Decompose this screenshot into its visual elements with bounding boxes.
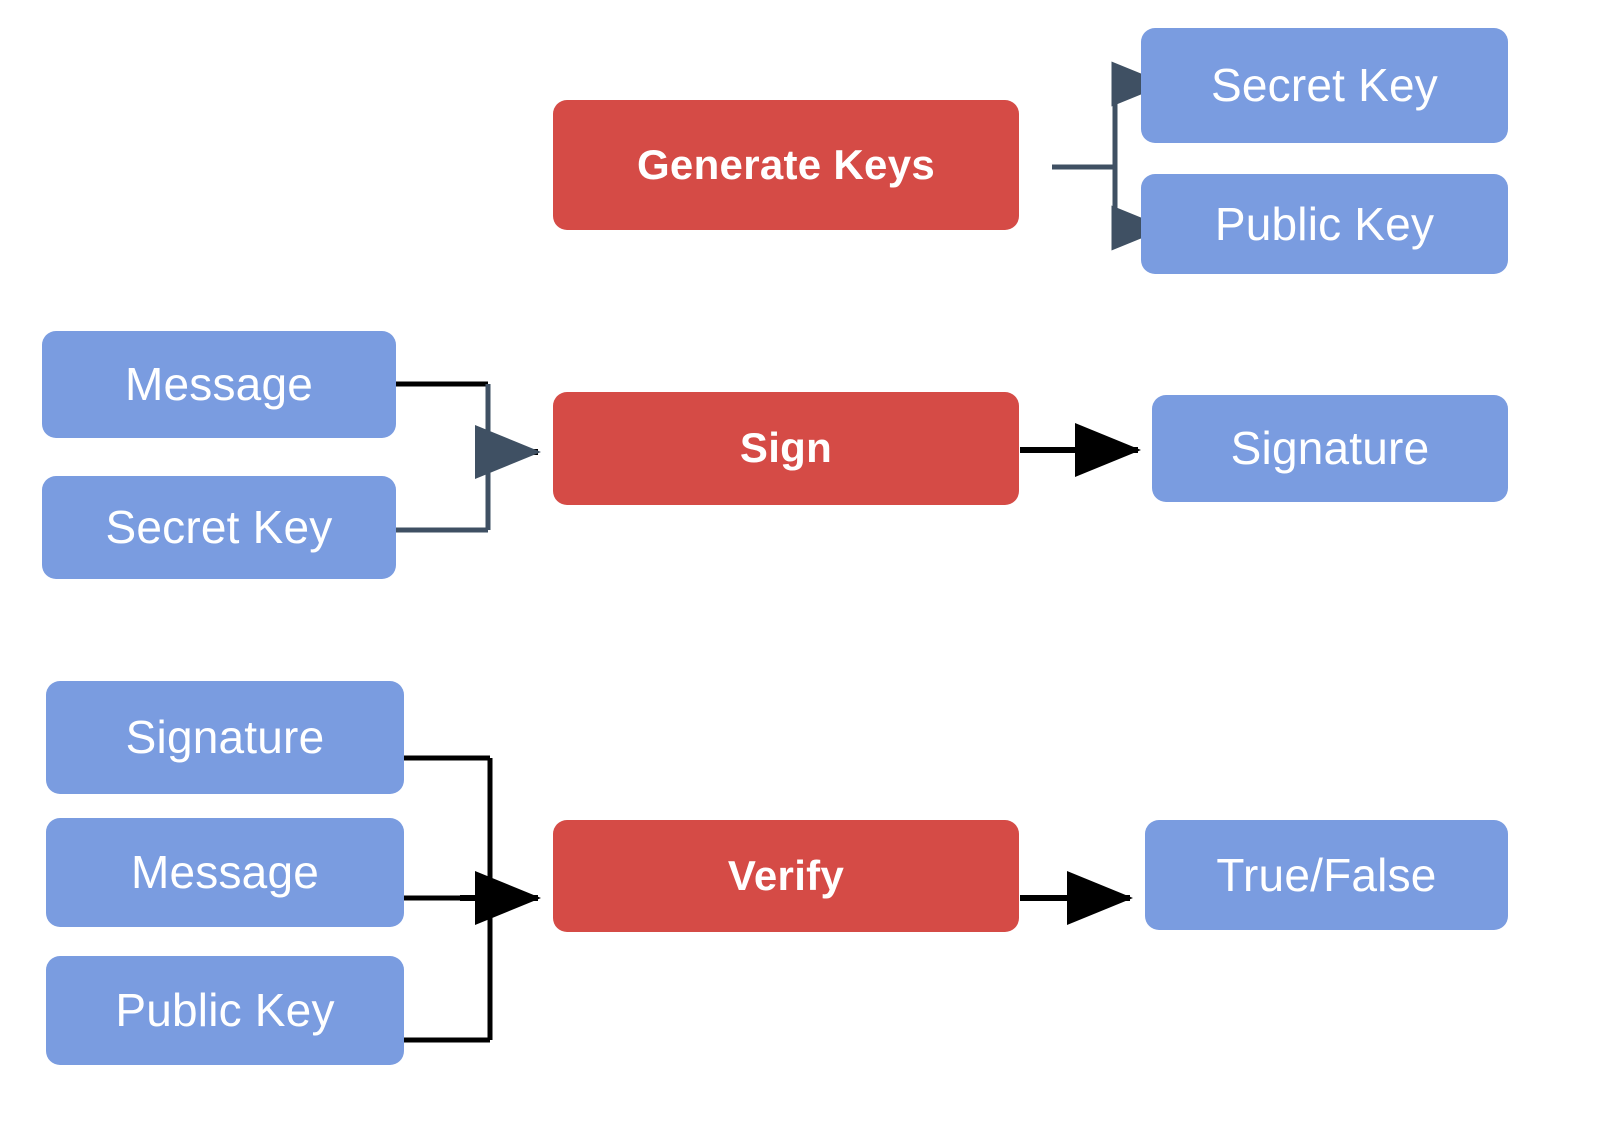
node-public-key-output[interactable]: Public Key <box>1141 174 1508 274</box>
node-generate-keys[interactable]: Generate Keys <box>553 100 1019 230</box>
node-sign-input-secret-key[interactable]: Secret Key <box>42 476 396 579</box>
edge-verify-inputs-merge <box>404 755 541 1043</box>
node-truefalse-output[interactable]: True/False <box>1145 820 1508 930</box>
node-secret-key-output[interactable]: Secret Key <box>1141 28 1508 143</box>
node-verify-input-public-key[interactable]: Public Key <box>46 956 404 1065</box>
node-signature-output[interactable]: Signature <box>1152 395 1508 502</box>
edge-sign-inputs-merge <box>396 381 541 533</box>
node-sign-input-message[interactable]: Message <box>42 331 396 438</box>
node-verify-input-signature[interactable]: Signature <box>46 681 404 794</box>
node-verify-input-message[interactable]: Message <box>46 818 404 927</box>
node-verify[interactable]: Verify <box>553 820 1019 932</box>
node-sign[interactable]: Sign <box>553 392 1019 505</box>
